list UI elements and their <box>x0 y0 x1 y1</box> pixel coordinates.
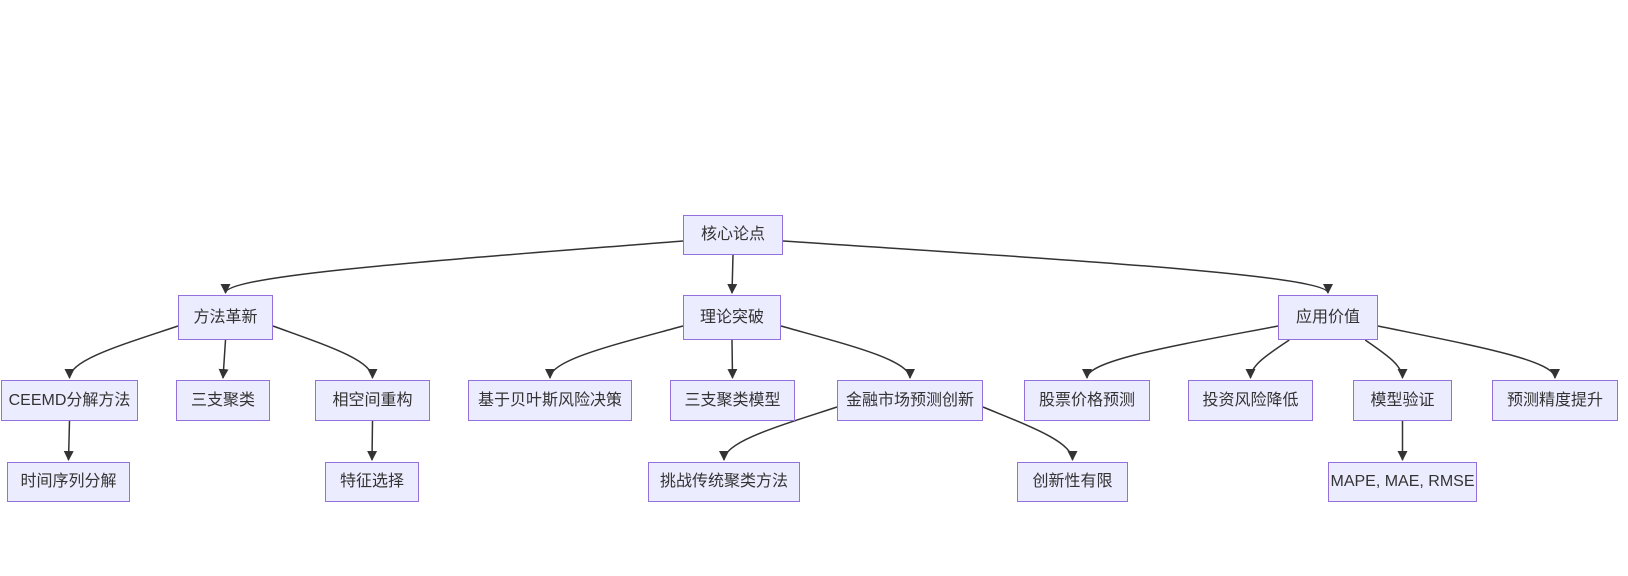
node-label-twcmodel: 三支聚类模型 <box>684 391 781 409</box>
node-label-challenge: 挑战传统聚类方法 <box>659 473 788 490</box>
node-modelvalid: 模型验证 <box>1353 380 1452 421</box>
edge-core-application <box>782 240 1333 294</box>
node-label-ceemd: CEEMD分解方法 <box>8 391 131 409</box>
edge-finmarket-limited <box>982 406 1078 461</box>
node-challenge: 挑战传统聚类方法 <box>648 462 800 502</box>
node-label-stock: 股票价格预测 <box>1038 391 1135 409</box>
node-label-invest: 投资风险降低 <box>1202 391 1299 409</box>
node-core: 核心论点 <box>683 215 783 255</box>
edge-core-theory <box>727 254 738 294</box>
node-finmarket: 金融市场预测创新 <box>837 380 983 421</box>
edge-method-threeway <box>218 339 229 379</box>
node-label-precision: 预测精度提升 <box>1506 391 1603 409</box>
node-application: 应用价值 <box>1278 295 1378 340</box>
edge-group <box>63 240 1560 461</box>
node-bayes: 基于贝叶斯风险决策 <box>468 380 632 421</box>
node-limited: 创新性有限 <box>1017 462 1128 502</box>
edge-phasespace-featuresel <box>367 420 378 461</box>
node-label-application: 应用价值 <box>1295 308 1360 326</box>
node-label-featuresel: 特征选择 <box>339 473 404 490</box>
node-label-limited: 创新性有限 <box>1032 473 1113 490</box>
node-label-bayes: 基于贝叶斯风险决策 <box>477 391 622 409</box>
edge-theory-bayes <box>545 325 684 379</box>
node-method: 方法革新 <box>178 295 273 340</box>
node-phasespace: 相空间重构 <box>315 380 430 421</box>
node-twcmodel: 三支聚类模型 <box>670 380 795 421</box>
edge-finmarket-challenge <box>719 406 838 461</box>
node-metrics: MAPE, MAE, RMSE <box>1328 462 1477 502</box>
edge-application-precision <box>1377 325 1560 379</box>
edge-method-phasespace <box>272 325 378 379</box>
node-label-tsdecomp: 时间序列分解 <box>20 473 117 490</box>
node-precision: 预测精度提升 <box>1492 380 1618 421</box>
edge-application-invest <box>1245 339 1290 379</box>
edge-theory-twcmodel <box>727 339 738 379</box>
node-label-metrics: MAPE, MAE, RMSE <box>1330 473 1475 490</box>
edge-application-stock <box>1082 325 1279 379</box>
edge-theory-finmarket <box>780 325 915 379</box>
node-stock: 股票价格预测 <box>1024 380 1150 421</box>
edge-application-modelvalid <box>1364 339 1408 379</box>
node-invest: 投资风险降低 <box>1188 380 1313 421</box>
node-label-method: 方法革新 <box>193 308 258 326</box>
edge-method-ceemd <box>64 325 179 379</box>
edge-ceemd-tsdecomp <box>63 420 74 461</box>
node-tsdecomp: 时间序列分解 <box>7 462 130 502</box>
node-featuresel: 特征选择 <box>325 462 419 502</box>
node-ceemd: CEEMD分解方法 <box>1 380 138 421</box>
node-label-theory: 理论突破 <box>699 308 764 326</box>
node-label-modelvalid: 模型验证 <box>1370 391 1435 409</box>
node-label-finmarket: 金融市场预测创新 <box>845 391 974 409</box>
node-threeway: 三支聚类 <box>176 380 270 421</box>
node-label-phasespace: 相空间重构 <box>332 391 413 409</box>
node-label-core: 核心论点 <box>700 226 765 243</box>
node-theory: 理论突破 <box>683 295 781 340</box>
edge-core-method <box>220 240 684 294</box>
node-label-threeway: 三支聚类 <box>190 391 255 409</box>
